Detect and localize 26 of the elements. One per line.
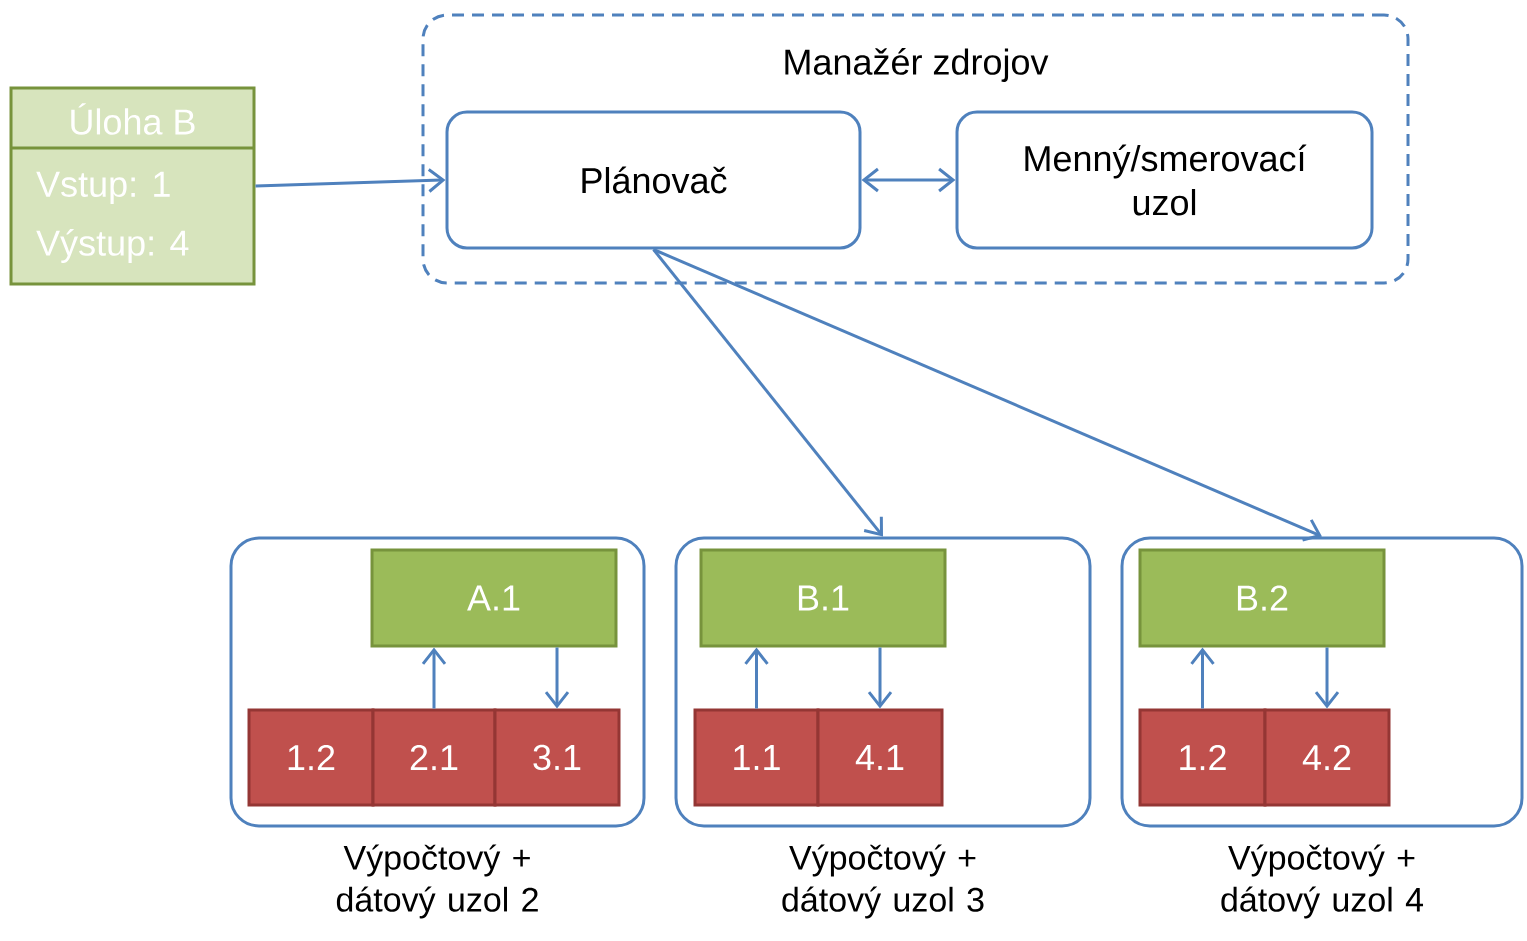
process-box: Plánovač: [445, 110, 862, 250]
arrow: [652, 248, 883, 537]
data-block: 1.2: [1138, 708, 1267, 807]
data-block: 4.1: [816, 708, 944, 807]
data-block: 4.2: [1263, 708, 1391, 807]
arrow: [744, 647, 769, 709]
process-box: Menný/smerovací uzol: [955, 110, 1374, 250]
task-card: Úloha B Vstup: 1 Výstup: 4: [9, 86, 256, 286]
data-block: 1.2: [247, 708, 375, 807]
arrow: [1190, 647, 1215, 709]
arrow: [861, 167, 956, 193]
node-label: Výpočtový + dátový uzol 3: [782, 844, 984, 919]
arrow: [652, 248, 1322, 542]
node-label: Výpočtový + dátový uzol 2: [336, 844, 538, 919]
data-block: 2.1: [371, 708, 497, 807]
arrow: [867, 647, 893, 709]
arrow: [544, 647, 570, 709]
task-box: B.1: [699, 548, 947, 648]
data-block: 3.1: [493, 708, 621, 807]
task-box: A.1: [370, 548, 618, 648]
arrow: [255, 168, 446, 193]
data-block: 1.1: [693, 708, 820, 807]
task-box: B.2: [1138, 548, 1386, 648]
arrow: [421, 647, 447, 709]
node-label: Výpočtový + dátový uzol 4: [1221, 844, 1424, 919]
arrow: [1314, 647, 1340, 709]
